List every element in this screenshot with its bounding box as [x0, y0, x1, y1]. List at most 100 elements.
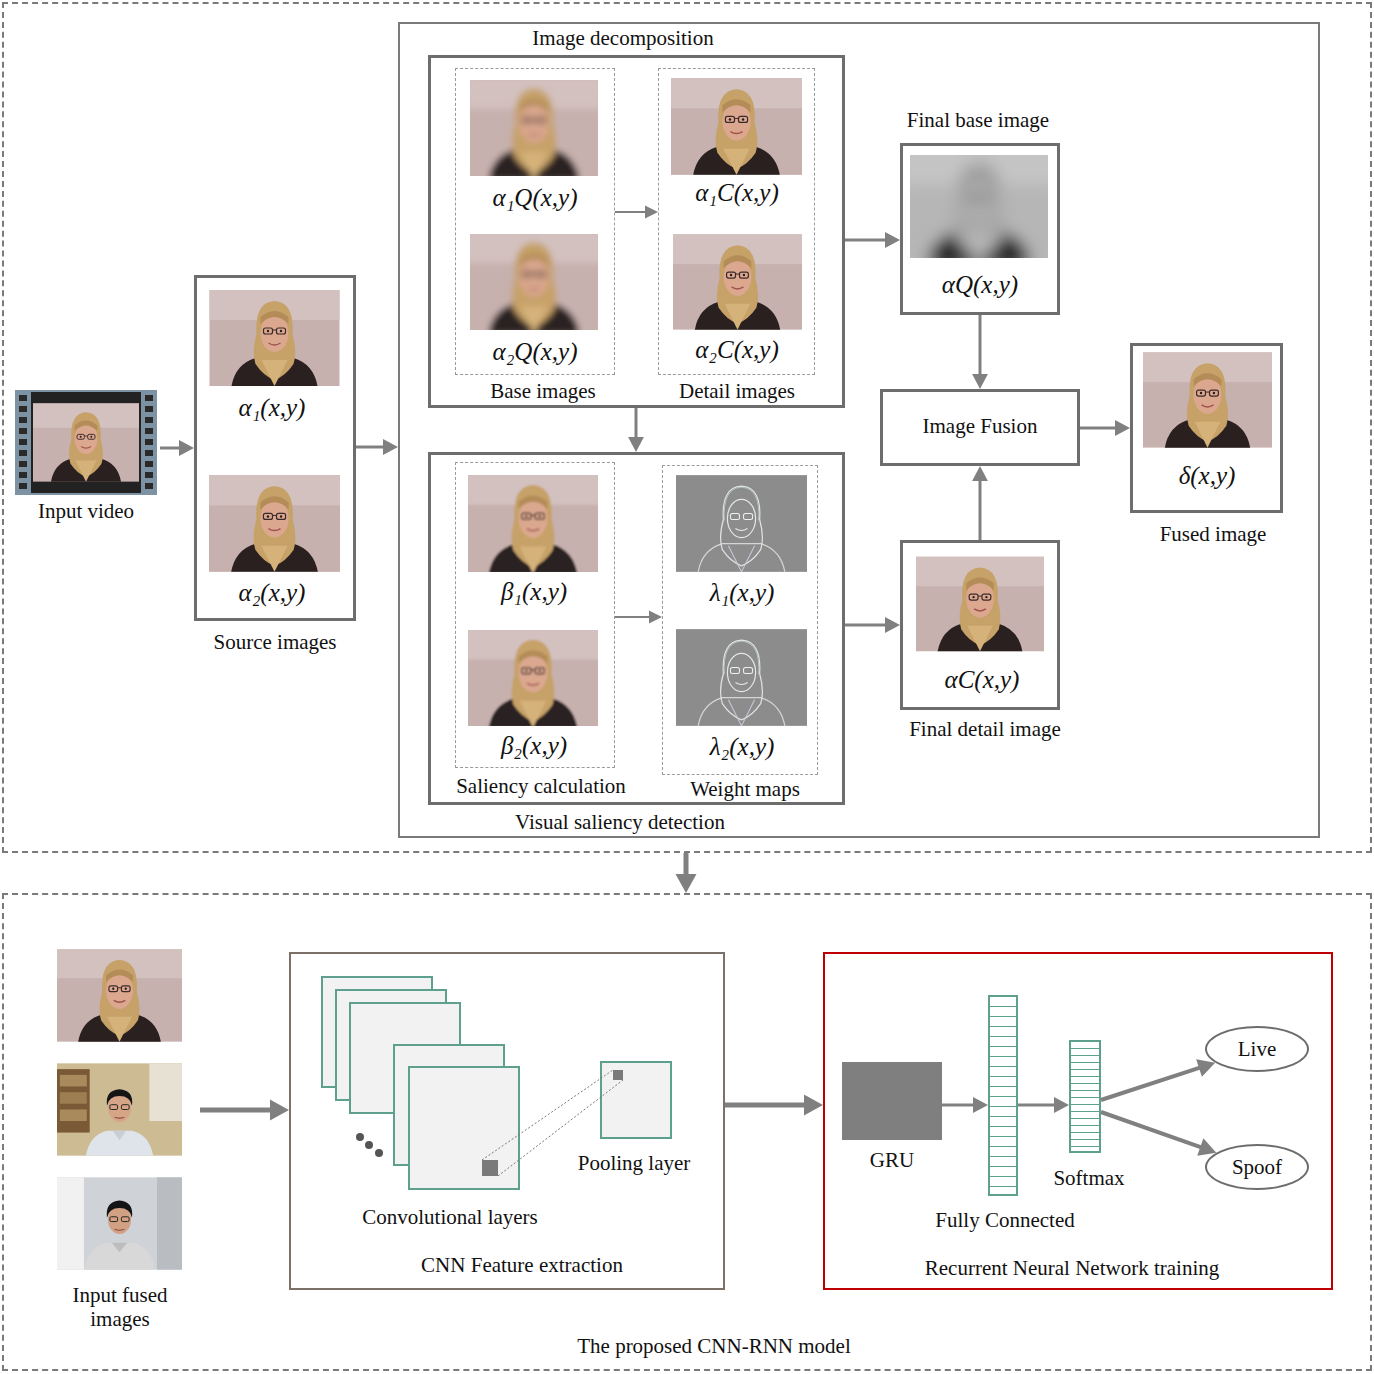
layer-column: Fully Connected: [988, 995, 1018, 1196]
node-label: Input video: [38, 499, 134, 523]
image-box: Final base imageαQ(x,y): [900, 143, 1060, 315]
arrow-head: [270, 1100, 289, 1121]
connector: [628, 408, 644, 452]
math-caption: α₂Q(x,y): [493, 338, 578, 367]
arrow-head: [179, 440, 194, 456]
decomposition-box: Image decompositionBase imagesα₁Q(x,y)α₂…: [428, 55, 845, 408]
fusion-stage-box: Image decompositionBase images α₁Q(x,y) α₂…: [398, 22, 1320, 838]
node-label: Softmax: [1053, 1166, 1124, 1190]
node-label: Live: [1238, 1037, 1276, 1061]
connector-line: [725, 1103, 805, 1108]
node-label: Image decomposition: [532, 26, 713, 50]
connector-line: [979, 315, 982, 375]
connector-line: [1080, 427, 1116, 430]
node-label: Weight maps: [690, 777, 800, 801]
node-label: Fully Connected: [935, 1208, 1074, 1232]
connector-line: [615, 616, 650, 618]
group-box: Weight mapsλ₁(x,y)λ₂(x,y): [662, 465, 818, 775]
saliency-box: Visual saliency detectionSaliency calcul…: [428, 452, 845, 805]
math-caption: β₂(x,y): [501, 732, 567, 761]
node-label: Final detail image: [909, 717, 1061, 741]
connector-line: [200, 1108, 271, 1113]
connector: [725, 1095, 823, 1116]
connector: [356, 439, 398, 455]
math-caption: δ(x,y): [1179, 462, 1236, 491]
arrow-head: [885, 232, 900, 248]
node-label: Saliency calculation: [456, 774, 626, 798]
model-frame: The proposed CNN-RNN modelInput fused im…: [2, 893, 1372, 1371]
math-caption: α₂C(x,y): [695, 336, 779, 365]
arrow-head: [1115, 420, 1130, 436]
connector: [676, 853, 697, 893]
connector: [942, 1097, 988, 1113]
math-caption: λ₂(x,y): [710, 733, 775, 762]
connector-line: [845, 624, 886, 627]
image-cell: λ₂(x,y): [668, 626, 814, 766]
arrow-head: [645, 205, 658, 218]
connector-line: [942, 1104, 974, 1107]
process-box: Image Fusion: [880, 389, 1080, 466]
arrow-head: [804, 1095, 823, 1116]
pipeline-frame: Input videoSource imagesα₁(x,y)α₂(x,y)Im…: [2, 2, 1372, 853]
node-label: CNN Feature extraction: [421, 1253, 623, 1277]
image-cell: α₂(x,y): [205, 472, 345, 612]
image-box: αC(x,y)Final detail image: [900, 540, 1060, 710]
gru-block: GRU: [842, 1062, 942, 1140]
connector-line: [845, 239, 886, 242]
connector-line: [615, 211, 646, 213]
image-cell: α₁C(x,y): [664, 76, 810, 210]
arrow-head: [383, 439, 398, 455]
image-cell: β₁(x,y): [462, 472, 608, 608]
connector: [1101, 1112, 1216, 1156]
connector: [972, 466, 988, 540]
weight-map: [676, 475, 807, 726]
image-cell: α₂C(x,y): [664, 230, 810, 370]
connector: [1101, 1059, 1215, 1100]
cnn-box: Convolutional layersPooling layerCNN Fea…: [289, 952, 725, 1290]
detail-photo: [671, 78, 802, 330]
math-caption: α₂(x,y): [239, 579, 306, 608]
blurred-photo: [465, 76, 603, 333]
node-label: Spoof: [1232, 1155, 1282, 1179]
connector-line: [160, 447, 180, 450]
image-box: δ(x,y)Fused image: [1130, 343, 1283, 513]
connector: [615, 205, 658, 218]
source-images-box: Source imagesα₁(x,y)α₂(x,y): [194, 275, 356, 621]
output-ellipse: Spoof: [1205, 1144, 1309, 1190]
connector-line: [1101, 1068, 1200, 1100]
node-label: GRU: [870, 1148, 914, 1172]
node-label: Fused image: [1160, 522, 1267, 546]
node-label: Input fused images: [50, 1283, 190, 1331]
connector: [845, 617, 900, 633]
arrow-head: [972, 466, 988, 481]
output-ellipse: Live: [1205, 1026, 1309, 1072]
node-label: Convolutional layers: [362, 1205, 538, 1229]
image-cell: α₁(x,y): [205, 288, 345, 424]
node-label: Recurrent Neural Network training: [925, 1256, 1219, 1280]
connector-line: [1018, 1104, 1055, 1107]
connector-line: [356, 446, 384, 449]
arrow-head: [676, 874, 697, 893]
connector-line: [1101, 1112, 1201, 1147]
group-box: Base imagesα₁Q(x,y)α₂Q(x,y): [455, 68, 615, 375]
connector-line: [979, 480, 982, 540]
connector-line: [684, 853, 689, 875]
arrow-head: [1054, 1097, 1069, 1113]
arrow-head: [973, 1097, 988, 1113]
math-caption: β₁(x,y): [501, 578, 567, 607]
connector: [972, 315, 988, 389]
node-label: Image Fusion: [923, 414, 1038, 438]
photo: [57, 352, 1272, 1269]
math-caption: α₁(x,y): [239, 394, 306, 423]
node-label: Final base image: [907, 108, 1049, 132]
connector: [1080, 420, 1130, 436]
node-label: Base images: [490, 379, 596, 403]
rnn-box: Recurrent Neural Network training GRU Full…: [823, 952, 1333, 1290]
image-cell: α₁Q(x,y): [462, 76, 608, 212]
node-label: Visual saliency detection: [515, 810, 725, 834]
math-caption: α₁C(x,y): [695, 179, 779, 208]
image-cell: β₂(x,y): [462, 626, 608, 764]
image-cell: α₂Q(x,y): [462, 230, 608, 370]
input-video: Input video: [14, 388, 160, 524]
